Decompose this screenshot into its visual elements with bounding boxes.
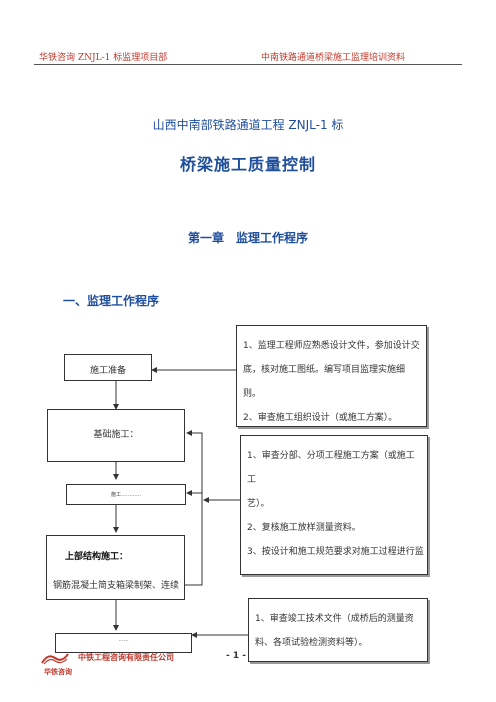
page-number: - 1 - <box>226 651 246 661</box>
step-foundation-label: 基础施工： <box>93 430 139 440</box>
note-completion-line-2: 料、各项试验检测资料等）。 <box>255 638 368 648</box>
company-name: 中铁工程咨询有限责任公司 <box>78 653 174 662</box>
step-superstructure-label-1: 上部结构施工： <box>65 552 129 562</box>
feedback-loop <box>185 430 203 586</box>
note-preparation-line-3: 2、审查施工组织设计（或施工方案）。 <box>243 413 398 423</box>
note-preparation: 1、监理工程师应熟悉设计文件，参加设计交 底，核对施工图纸。编写项目监理实施细则… <box>236 325 427 427</box>
note-construction-line-4: 3、按设计和施工规范要求对施工过程进行监 <box>247 547 424 557</box>
step-superstructure-label-2: 钢筋混凝土简支箱梁制架、连续 <box>53 581 180 591</box>
step-foundation: 基础施工： <box>47 409 185 462</box>
note-construction-line-2: 艺）。 <box>247 499 270 509</box>
header-right-text: 中南铁路通道桥梁施工监理培训资料 <box>261 53 406 63</box>
step-substructure: 施工………… <box>66 484 186 505</box>
note-construction-line-1: 1、审查分部、分项工程施工方案（或施工工 <box>247 451 415 485</box>
note-construction-line-3: 2、复核施工放样测量资料。 <box>247 523 361 533</box>
step-construction-prep: 施工准备 <box>64 354 152 381</box>
header-rule <box>34 64 462 65</box>
step-final-label: …… <box>118 637 129 643</box>
company-logo-icon <box>41 653 69 665</box>
step-superstructure: 上部结构施工： 钢筋混凝土简支箱梁制架、连续 <box>46 535 185 600</box>
section-title: 一、监理工作程序 <box>63 294 160 308</box>
logo-text: 华铁咨询 <box>44 668 72 676</box>
chapter-title: 第一章 监理工作程序 <box>187 231 308 245</box>
step-final: …… <box>55 633 192 653</box>
note-construction: 1、审查分部、分项工程施工方案（或施工工 艺）。 2、复核施工放样测量资料。 3… <box>240 435 428 575</box>
main-title: 桥梁施工质量控制 <box>179 155 316 174</box>
step-construction-prep-label: 施工准备 <box>89 366 126 376</box>
note-preparation-line-1: 1、监理工程师应熟悉设计文件，参加设计交 <box>243 341 420 351</box>
note-completion-line-1: 1、审查竣工技术文件（成桥后的测量资 <box>255 614 414 624</box>
note-completion: 1、审查竣工技术文件（成桥后的测量资 料、各项试验检测资料等）。 <box>248 598 428 662</box>
header-left-text: 华铁咨询 ZNJL-1 标监理项目部 <box>39 53 168 63</box>
note-preparation-line-2: 底，核对施工图纸。编写项目监理实施细则。 <box>243 365 406 399</box>
step-substructure-label: 施工………… <box>110 492 141 498</box>
project-title: 山西中南部铁路通道工程 ZNJL-1 标 <box>152 118 344 132</box>
